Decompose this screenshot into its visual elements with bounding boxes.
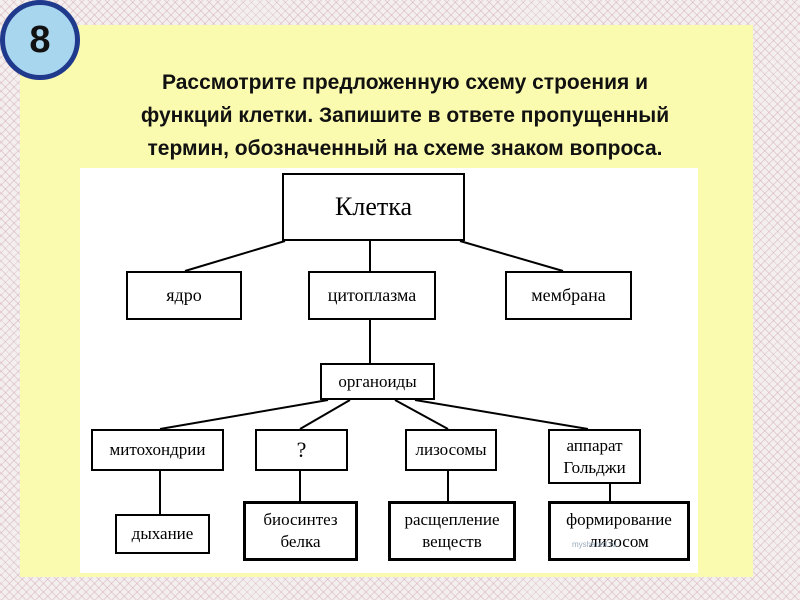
node-cell: Клетка <box>282 173 465 241</box>
question-text: Рассмотрите предложенную схему строения … <box>60 66 750 165</box>
edge-cell-membrane <box>459 240 564 272</box>
node-golgi: аппарат Гольджи <box>548 429 641 484</box>
watermark-text: myshared.ru <box>572 540 617 549</box>
node-organelles: органоиды <box>320 363 435 400</box>
question-number-badge: 8 <box>0 0 80 80</box>
question-line-1: Рассмотрите предложенную схему строения … <box>161 71 648 94</box>
node-unknown: ? <box>255 429 348 471</box>
edge-organelles-lysosomes <box>394 399 449 430</box>
diagram-connectors <box>159 240 611 514</box>
node-protein-synthesis: биосинтез белка <box>243 501 358 561</box>
node-cytoplasm: цитоплазма <box>308 271 436 320</box>
edge-cell-nucleus <box>184 240 286 272</box>
node-breakdown: расщепление веществ <box>388 501 516 561</box>
node-lysosomes: лизосомы <box>405 429 497 471</box>
node-mitochondria: митохондрии <box>91 429 224 471</box>
edge-organelles-unknown <box>299 399 351 430</box>
question-line-2: функций клетки. Запишите в ответе пропущ… <box>140 104 670 127</box>
node-respiration: дыхание <box>115 514 210 554</box>
edge-organelles-mitochondria <box>159 399 329 430</box>
cell-structure-diagram: Клетка ядро цитоплазма мембрана органоид… <box>80 168 698 573</box>
question-line-3: термин, обозначенный на схеме знаком воп… <box>147 137 663 160</box>
edge-organelles-golgi <box>414 399 589 430</box>
node-membrane: мембрана <box>505 271 632 320</box>
node-lysosome-formation: формирование лизосом <box>548 501 690 561</box>
node-nucleus: ядро <box>126 271 242 320</box>
